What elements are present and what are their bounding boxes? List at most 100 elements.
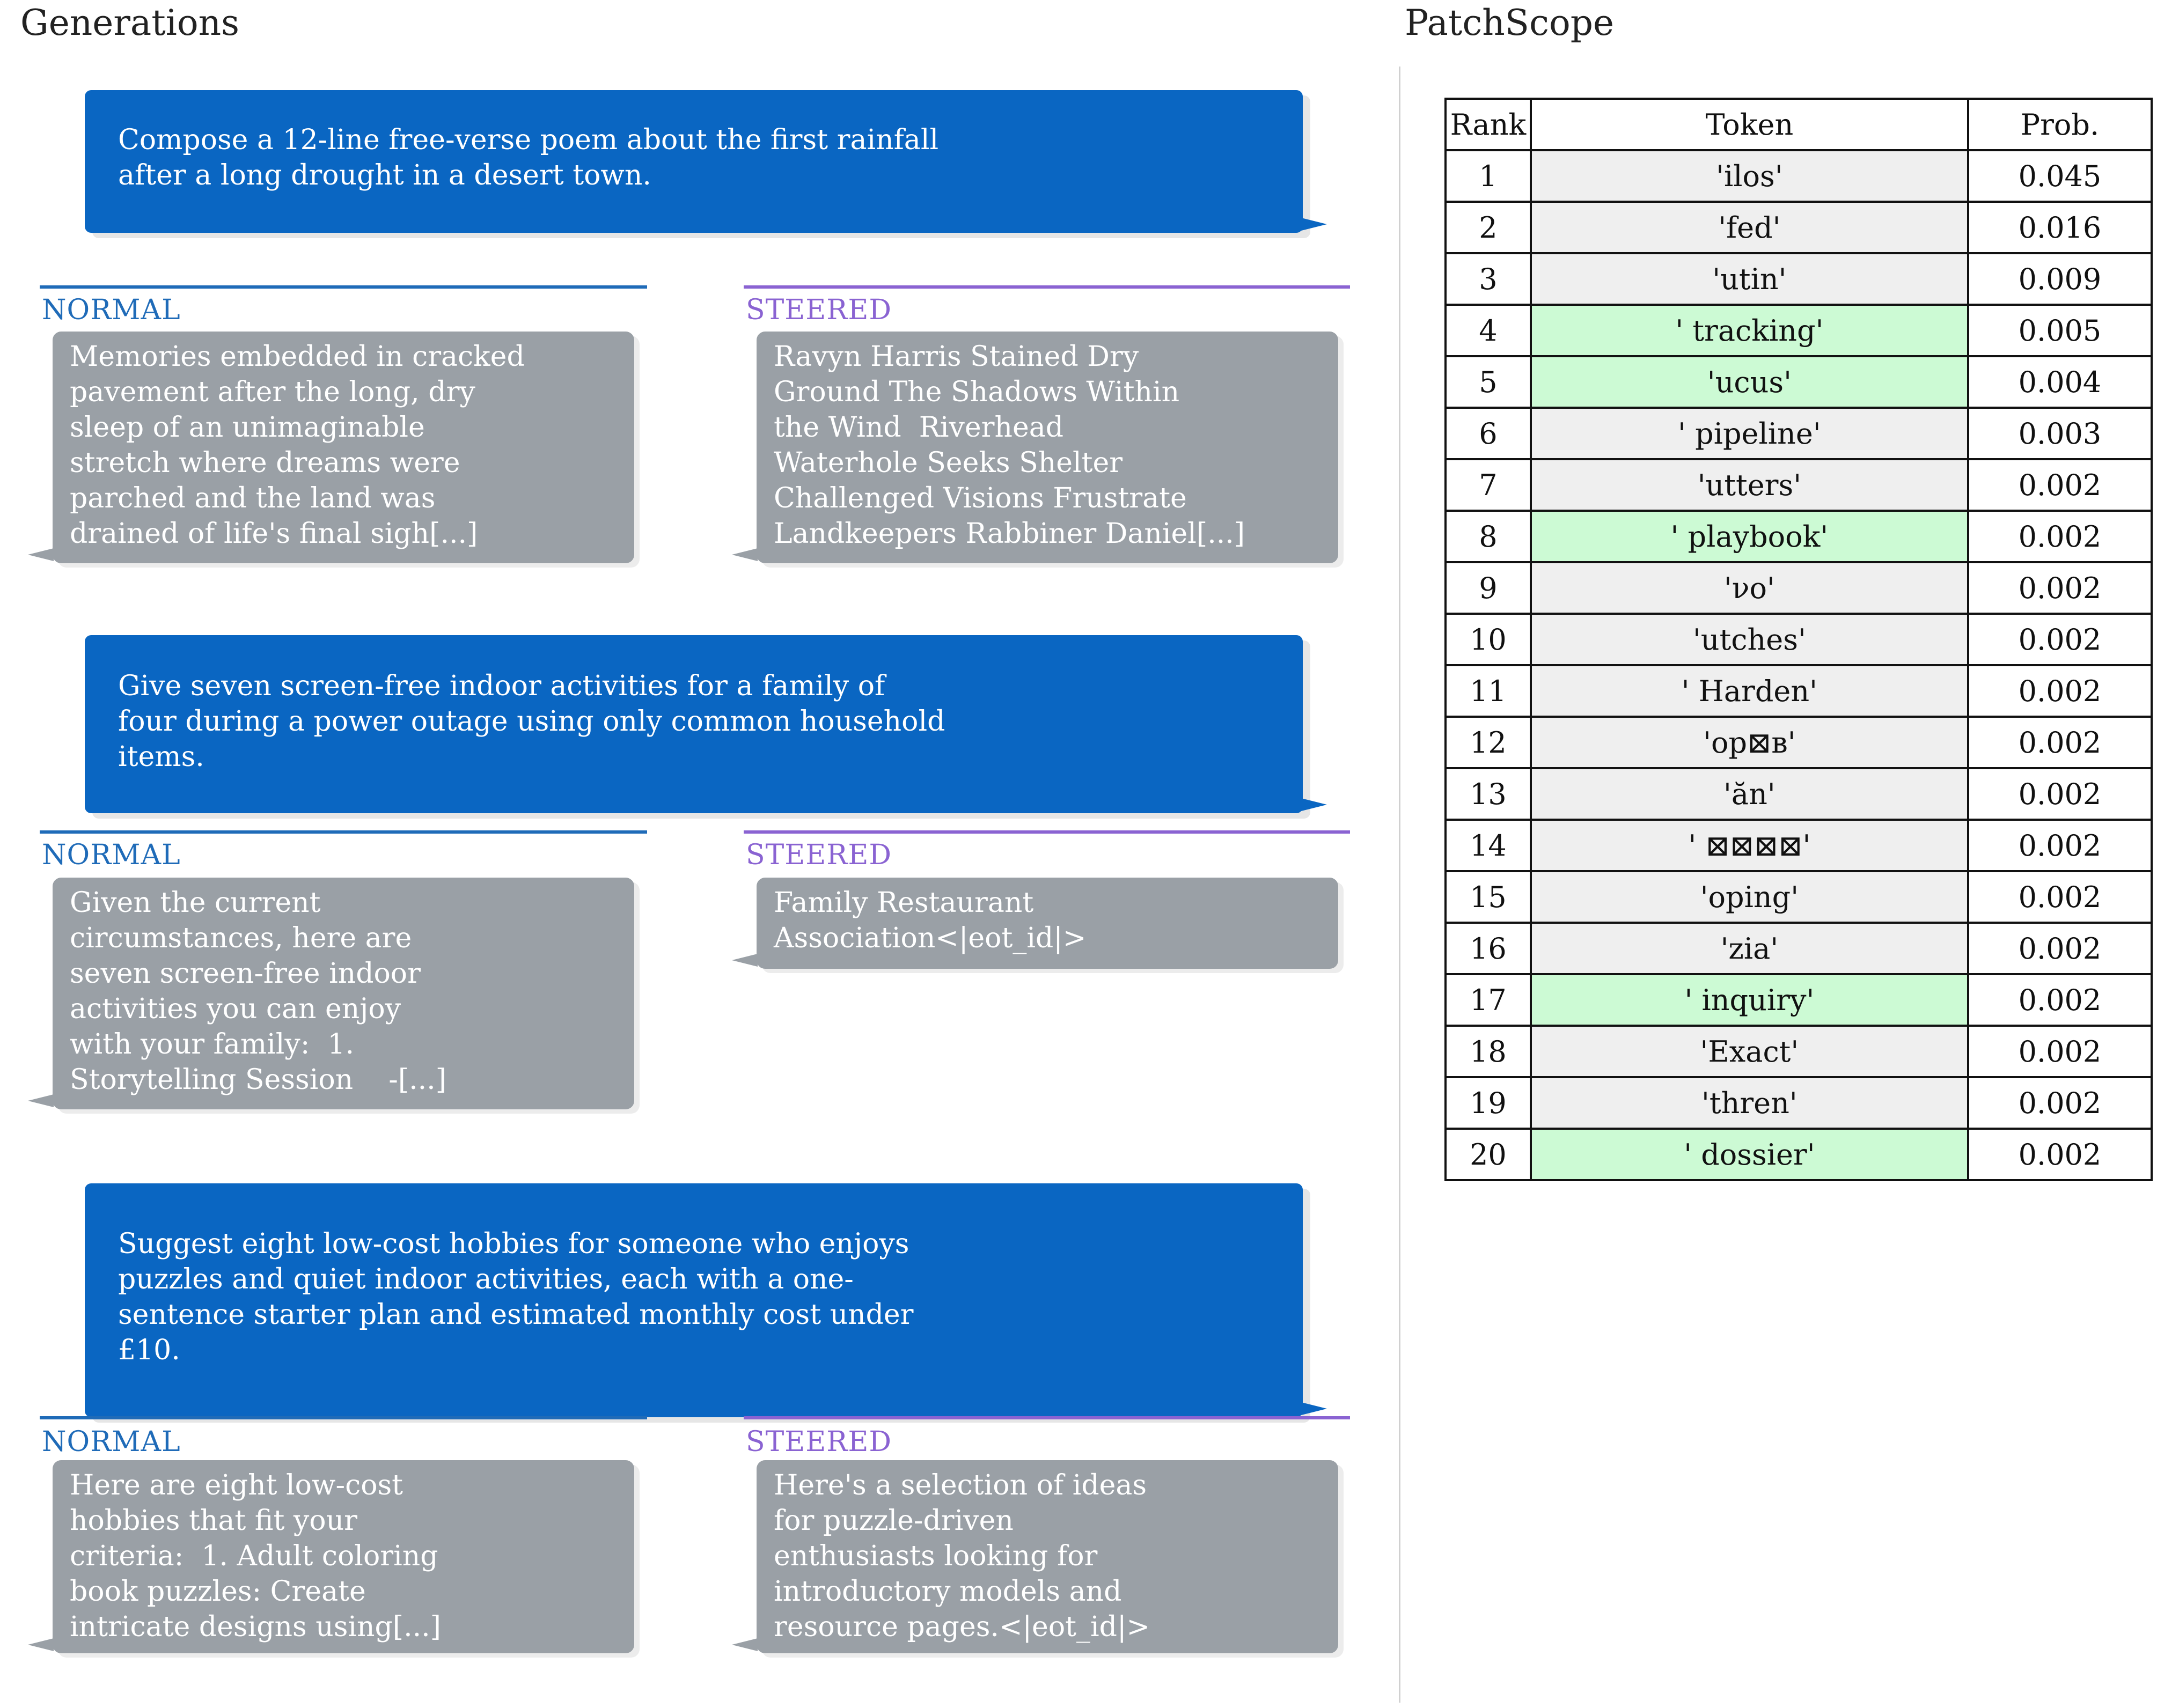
- response-bubble-tail: [732, 954, 758, 967]
- column-header-prob: Prob.: [1967, 98, 2153, 151]
- response-bubble-tail: [732, 548, 758, 561]
- table-row: 17' inquiry'0.002: [1444, 973, 2153, 1027]
- table-row: 18'Exact'0.002: [1444, 1025, 2153, 1078]
- token-cell: ' Harden': [1529, 664, 1969, 718]
- prob-cell: 0.002: [1967, 922, 2153, 975]
- token-cell: 'νο': [1529, 561, 1969, 615]
- rank-cell: 10: [1444, 613, 1532, 666]
- steered-response-bubble: Here's a selection of ideas for puzzle-d…: [732, 1460, 1338, 1653]
- prob-cell: 0.002: [1967, 716, 2153, 769]
- token-cell: 'Exact': [1529, 1025, 1969, 1078]
- steered-response-text: Ravyn Harris Stained Dry Ground The Shad…: [774, 341, 1245, 550]
- prompt-bubble: Give seven screen-free indoor activities…: [85, 635, 1327, 813]
- rank-cell: 12: [1444, 716, 1532, 769]
- rank-cell: 1: [1444, 149, 1532, 203]
- prompt-text: Give seven screen-free indoor activities…: [118, 670, 945, 773]
- prob-cell: 0.002: [1967, 819, 2153, 872]
- rank-cell: 17: [1444, 973, 1532, 1027]
- steered-response-text: Family Restaurant Association<|eot_id|>: [774, 887, 1087, 954]
- table-row: 8' playbook'0.002: [1444, 510, 2153, 563]
- normal-rule: [40, 285, 647, 289]
- table-row: 12'op⊠в'0.002: [1444, 716, 2153, 769]
- token-cell: 'zia': [1529, 922, 1969, 975]
- steered-response-bubble: Family Restaurant Association<|eot_id|>: [732, 878, 1338, 969]
- rank-cell: 7: [1444, 458, 1532, 512]
- prob-cell: 0.002: [1967, 973, 2153, 1027]
- table-row: 19'thren'0.002: [1444, 1076, 2153, 1130]
- prob-cell: 0.003: [1967, 407, 2153, 460]
- prob-cell: 0.002: [1967, 1025, 2153, 1078]
- rank-cell: 20: [1444, 1128, 1532, 1181]
- prob-cell: 0.009: [1967, 252, 2153, 306]
- normal-response-bubble: Here are eight low-cost hobbies that fit…: [28, 1460, 634, 1653]
- prob-cell: 0.002: [1967, 1076, 2153, 1130]
- table-row: 7'utters'0.002: [1444, 458, 2153, 512]
- steered-label: STEERED: [746, 1426, 892, 1458]
- prob-cell: 0.002: [1967, 1128, 2153, 1181]
- token-cell: 'op⊠в': [1529, 716, 1969, 769]
- steered-label: STEERED: [746, 839, 892, 871]
- steered-rule: [744, 830, 1350, 834]
- token-cell: ' playbook': [1529, 510, 1969, 563]
- prob-cell: 0.002: [1967, 664, 2153, 718]
- token-cell: ' dossier': [1529, 1128, 1969, 1181]
- prob-cell: 0.002: [1967, 561, 2153, 615]
- token-cell: 'utches': [1529, 613, 1969, 666]
- steered-response-bubble: Ravyn Harris Stained Dry Ground The Shad…: [732, 332, 1338, 563]
- rank-cell: 9: [1444, 561, 1532, 615]
- generations-title: Generations: [20, 2, 239, 43]
- token-cell: 'utin': [1529, 252, 1969, 306]
- normal-rule: [40, 1416, 647, 1419]
- prompt-bubble-tail: [1301, 1402, 1327, 1415]
- panel-divider: [1399, 67, 1400, 1703]
- rank-cell: 18: [1444, 1025, 1532, 1078]
- token-cell: ' tracking': [1529, 304, 1969, 357]
- token-cell: ' ⊠⊠⊠⊠': [1529, 819, 1969, 872]
- token-cell: 'utters': [1529, 458, 1969, 512]
- rank-cell: 6: [1444, 407, 1532, 460]
- table-row: 15'oping'0.002: [1444, 870, 2153, 924]
- rank-cell: 19: [1444, 1076, 1532, 1130]
- rank-cell: 3: [1444, 252, 1532, 306]
- token-cell: ' pipeline': [1529, 407, 1969, 460]
- normal-response-text: Here are eight low-cost hobbies that fit…: [70, 1469, 441, 1643]
- table-row: 5'ucus'0.004: [1444, 355, 2153, 409]
- table-row: 9'νο'0.002: [1444, 561, 2153, 615]
- steered-rule: [744, 1416, 1350, 1419]
- prompt-bubble: Compose a 12-line free-verse poem about …: [85, 90, 1327, 233]
- table-row: 13'ăn'0.002: [1444, 767, 2153, 821]
- normal-response-bubble: Memories embedded in cracked pavement af…: [28, 332, 634, 563]
- column-header-token: Token: [1529, 98, 1969, 151]
- prob-cell: 0.002: [1967, 458, 2153, 512]
- prompt-text: Compose a 12-line free-verse poem about …: [118, 124, 939, 192]
- normal-rule: [40, 830, 647, 834]
- steered-label: STEERED: [746, 294, 892, 326]
- response-bubble-tail: [28, 1094, 54, 1107]
- token-cell: 'oping': [1529, 870, 1969, 924]
- normal-label: NORMAL: [42, 1426, 181, 1458]
- prompt-text: Suggest eight low-cost hobbies for someo…: [118, 1228, 914, 1366]
- response-bubble-tail: [28, 1638, 54, 1651]
- prompt-bubble-tail: [1301, 798, 1327, 811]
- prob-cell: 0.005: [1967, 304, 2153, 357]
- rank-cell: 2: [1444, 201, 1532, 254]
- response-bubble-tail: [732, 1638, 758, 1651]
- prob-cell: 0.016: [1967, 201, 2153, 254]
- prompt-bubble-tail: [1301, 218, 1327, 231]
- table-row: 14' ⊠⊠⊠⊠'0.002: [1444, 819, 2153, 872]
- column-header-rank: Rank: [1444, 98, 1532, 151]
- patchscope-title: PatchScope: [1405, 2, 1615, 43]
- prob-cell: 0.045: [1967, 149, 2153, 203]
- token-cell: 'fed': [1529, 201, 1969, 254]
- normal-response-text: Memories embedded in cracked pavement af…: [70, 341, 525, 550]
- prob-cell: 0.002: [1967, 870, 2153, 924]
- normal-response-bubble: Given the current circumstances, here ar…: [28, 878, 634, 1109]
- response-bubble-tail: [28, 548, 54, 561]
- prompt-bubble: Suggest eight low-cost hobbies for someo…: [85, 1183, 1327, 1417]
- table-row: 4' tracking'0.005: [1444, 304, 2153, 357]
- table-row: 2'fed'0.016: [1444, 201, 2153, 254]
- rank-cell: 13: [1444, 767, 1532, 821]
- steered-rule: [744, 285, 1350, 289]
